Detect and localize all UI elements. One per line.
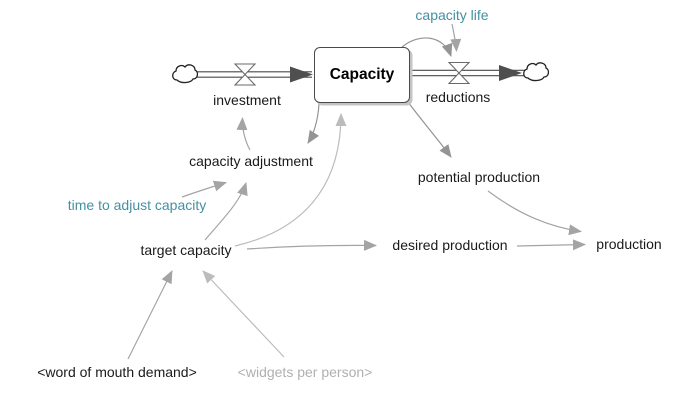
inflow-arrowhead [290,66,313,83]
causal-links [127,23,586,360]
link-capacity-to-reductions [401,37,453,57]
variable-desired-production[interactable]: desired production [392,237,508,253]
link-capacity-to-potential-production [407,101,452,158]
link-capacity-adjustment-to-investment [236,117,251,151]
variable-production[interactable]: production [596,236,662,252]
link-word-of-mouth-demand-to-target-capacity [127,270,173,360]
inflow-pipe [194,66,313,83]
link-target-capacity-to-capacity-adjustment [204,182,248,241]
link-potential-production-to-production [487,190,582,236]
cloud-icon[interactable] [172,64,199,84]
link-target-capacity-to-capacity [234,113,347,247]
link-desired-production-to-production [516,239,586,251]
variable-capacity-life[interactable]: capacity life [415,7,489,23]
variable-target-capacity[interactable]: target capacity [140,242,232,258]
link-capacity-to-capacity-adjustment [307,103,320,144]
outflow-arrowhead [499,65,522,81]
flow-label-reductions[interactable]: reductions [425,89,491,105]
variable-potential-production[interactable]: potential production [417,169,541,185]
outflow-pipe [410,65,526,81]
variable-word-of-mouth-demand[interactable]: <word of mouth demand> [37,364,197,380]
link-time-to-adjust-capacity-to-capacity-adjustment [181,180,227,198]
variable-widgets-per-person[interactable]: <widgets per person> [237,364,373,380]
link-widgets-per-person-to-target-capacity [202,270,285,358]
link-target-capacity-to-desired-production [246,239,377,251]
variable-time-to-adjust-capacity[interactable]: time to adjust capacity [67,197,207,213]
cloud-icon[interactable] [523,62,550,82]
variable-capacity-adjustment[interactable]: capacity adjustment [189,153,313,169]
flow-label-investment[interactable]: investment [213,92,281,108]
link-capacity-life-to-reductions [450,23,462,52]
stock-capacity[interactable]: Capacity [314,47,410,103]
